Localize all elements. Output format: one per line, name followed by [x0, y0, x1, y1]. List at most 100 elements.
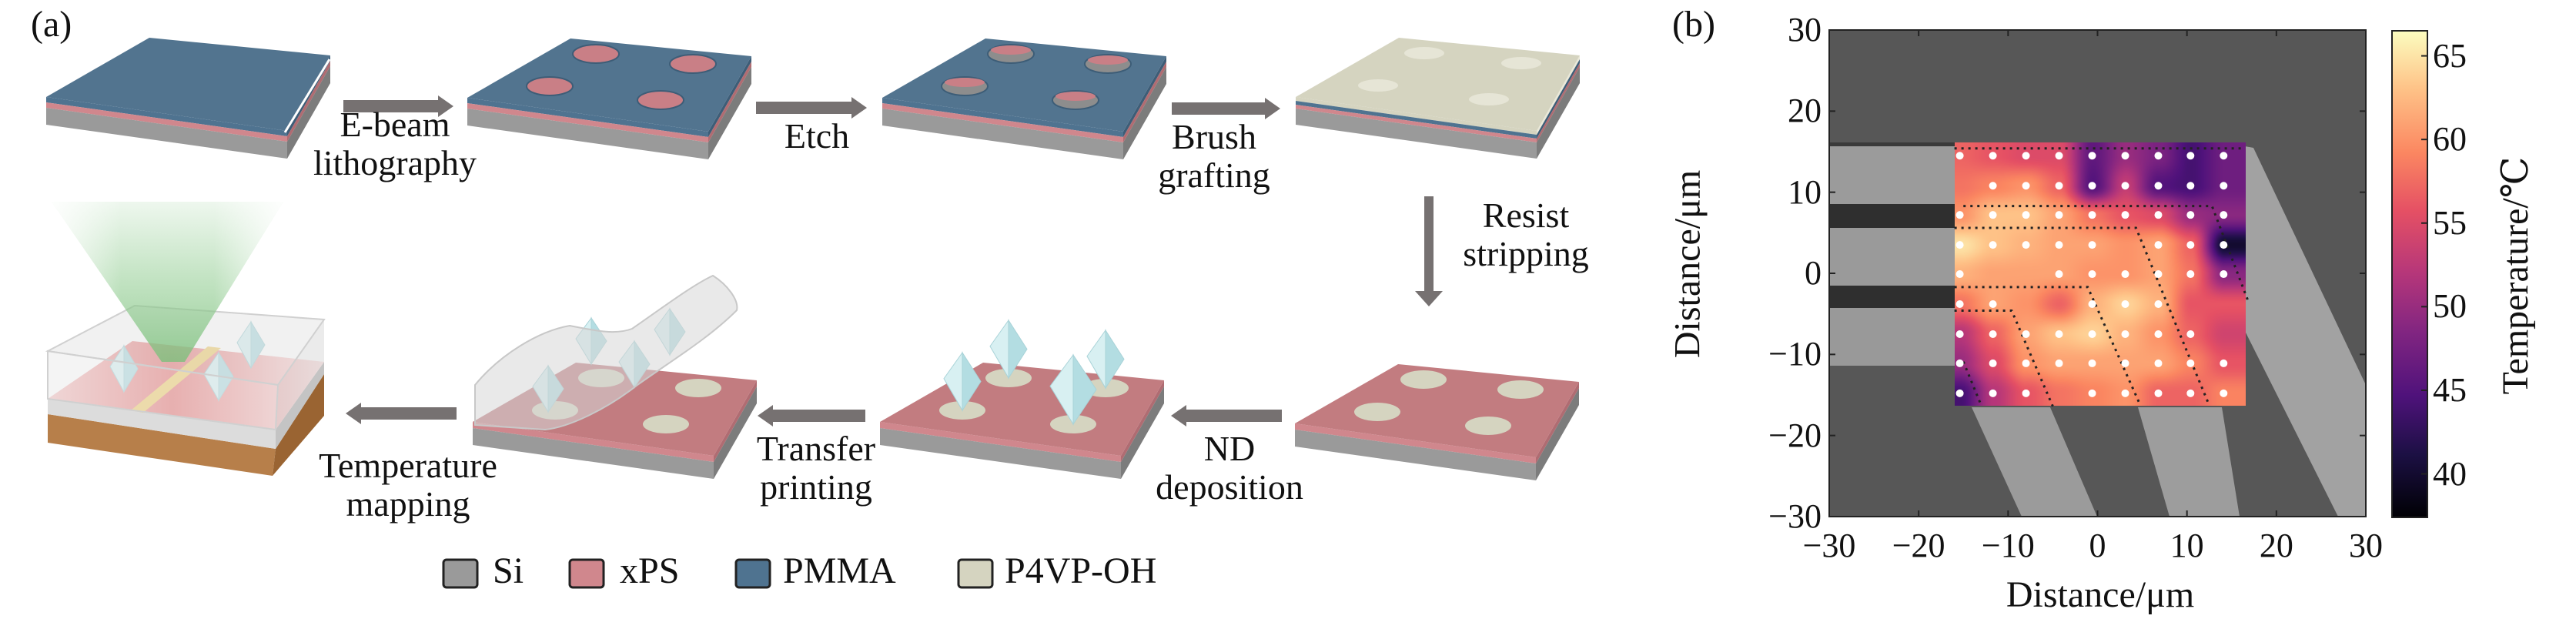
- colorbar-label: Temperature/℃: [2495, 156, 2536, 395]
- hole: [526, 76, 574, 96]
- p4vp-spot: [1497, 380, 1544, 399]
- measurement-point: [1989, 241, 1997, 249]
- x-axis-label: Distance/μm: [2006, 574, 2195, 615]
- measurement-point: [2088, 330, 2096, 338]
- layer-side: [1123, 62, 1166, 142]
- electrode-outline: [1954, 226, 2211, 407]
- oxide-front: [48, 399, 276, 449]
- layer-side: [714, 386, 757, 479]
- panel-b-label: (b): [1672, 4, 1715, 45]
- device-temperature-mapping: [45, 202, 326, 476]
- x-tick-label: −20: [1892, 527, 1945, 564]
- layer-side: [1121, 386, 1164, 479]
- substrate-pmma: [46, 38, 331, 159]
- measurement-point: [2220, 359, 2228, 367]
- layer-front: [880, 422, 1121, 462]
- layer-side: [1537, 59, 1580, 139]
- electrode-outline: [1954, 286, 2142, 407]
- layer-front: [46, 97, 287, 136]
- measurement-point: [1989, 182, 1997, 190]
- layer-side: [1123, 67, 1166, 159]
- y-tick-label: 20: [1788, 92, 1822, 130]
- diamond-icon: [1105, 329, 1125, 390]
- step-line: Transfer: [756, 429, 876, 468]
- step-line: Etch: [784, 116, 850, 156]
- layer-front: [473, 422, 714, 462]
- layer-side: [708, 56, 751, 137]
- measurement-point: [2055, 152, 2063, 160]
- measurement-point: [2186, 182, 2195, 190]
- colorbar-tick-label: 50: [2433, 287, 2467, 326]
- arrow-left-icon: [346, 403, 457, 424]
- layer-side: [287, 61, 330, 142]
- measurement-point: [1989, 300, 1997, 309]
- colorbar-tick-label: 65: [2433, 36, 2467, 75]
- layer-front: [467, 109, 708, 159]
- measurement-point: [2220, 389, 2228, 397]
- layer-side: [1537, 63, 1580, 142]
- diamond-icon: [250, 320, 266, 370]
- substrate-patterned: [467, 38, 751, 159]
- y-tick-label: −20: [1768, 416, 1822, 454]
- measurement-point: [2022, 359, 2030, 367]
- measurement-point: [2055, 359, 2063, 367]
- substrate-etched: [882, 38, 1166, 159]
- x-tick-label: −10: [1981, 527, 2035, 564]
- measurement-point: [2186, 389, 2195, 397]
- laser-beam-fade: [52, 202, 283, 362]
- electrode-gap: [1829, 204, 1971, 228]
- y-tick-label: −30: [1768, 497, 1822, 535]
- measurement-point: [2022, 389, 2030, 397]
- measurement-point: [2088, 359, 2096, 367]
- layer-side: [708, 67, 751, 159]
- hole-wall: [1088, 55, 1128, 65]
- brush-dimple: [1469, 93, 1509, 105]
- y-tick-label: 10: [1788, 172, 1822, 211]
- measurement-point: [1955, 330, 1964, 338]
- measurement-point: [2154, 270, 2163, 279]
- colorbar-tick-label: 40: [2433, 454, 2467, 493]
- electrode-outline: [1963, 205, 2250, 301]
- measurement-point: [2220, 152, 2228, 160]
- p4vp-spot: [643, 415, 689, 433]
- measurement-point: [1989, 359, 1997, 367]
- layer-side: [287, 66, 330, 159]
- measurement-point: [2220, 182, 2228, 190]
- measurement-point: [2186, 359, 2195, 367]
- electrode-2: [1829, 228, 1971, 286]
- layer-front: [882, 103, 1123, 142]
- measurement-point: [2186, 330, 2195, 338]
- step-line: grafting: [1158, 156, 1270, 195]
- electrode-1-lead: [2245, 146, 2366, 517]
- colorbar-tick-label: 45: [2433, 370, 2467, 409]
- measurement-point: [1955, 359, 1964, 367]
- layer-side: [1536, 382, 1579, 463]
- layer-front: [467, 98, 708, 137]
- measurement-point: [1955, 389, 1964, 397]
- measurement-point: [2121, 300, 2129, 309]
- hole: [637, 90, 684, 110]
- measurement-point: [2186, 270, 2195, 279]
- measurement-point: [2022, 182, 2030, 190]
- layer-front: [880, 428, 1121, 479]
- layer-front: [1296, 97, 1537, 135]
- x-tick-label: 30: [2349, 527, 2383, 564]
- layer-side: [1537, 67, 1580, 159]
- legend-swatch-pmma: [734, 558, 771, 589]
- layer-front: [1295, 423, 1536, 463]
- measurement-point: [2088, 211, 2096, 219]
- measurement-point: [2121, 182, 2129, 190]
- panel-a-label: (a): [31, 4, 72, 45]
- substrate-transfer: [473, 274, 757, 479]
- measurement-point: [2121, 152, 2129, 160]
- measurement-point: [2121, 211, 2129, 219]
- layer-front: [46, 102, 287, 142]
- block-top-face: [46, 38, 330, 131]
- measurement-point: [1955, 211, 1964, 219]
- measurement-point: [2088, 182, 2096, 190]
- electrode-1: [1829, 146, 1971, 204]
- brush-dimple: [1358, 79, 1398, 92]
- step-line: E-beam: [340, 105, 450, 144]
- measurement-point: [2055, 182, 2063, 190]
